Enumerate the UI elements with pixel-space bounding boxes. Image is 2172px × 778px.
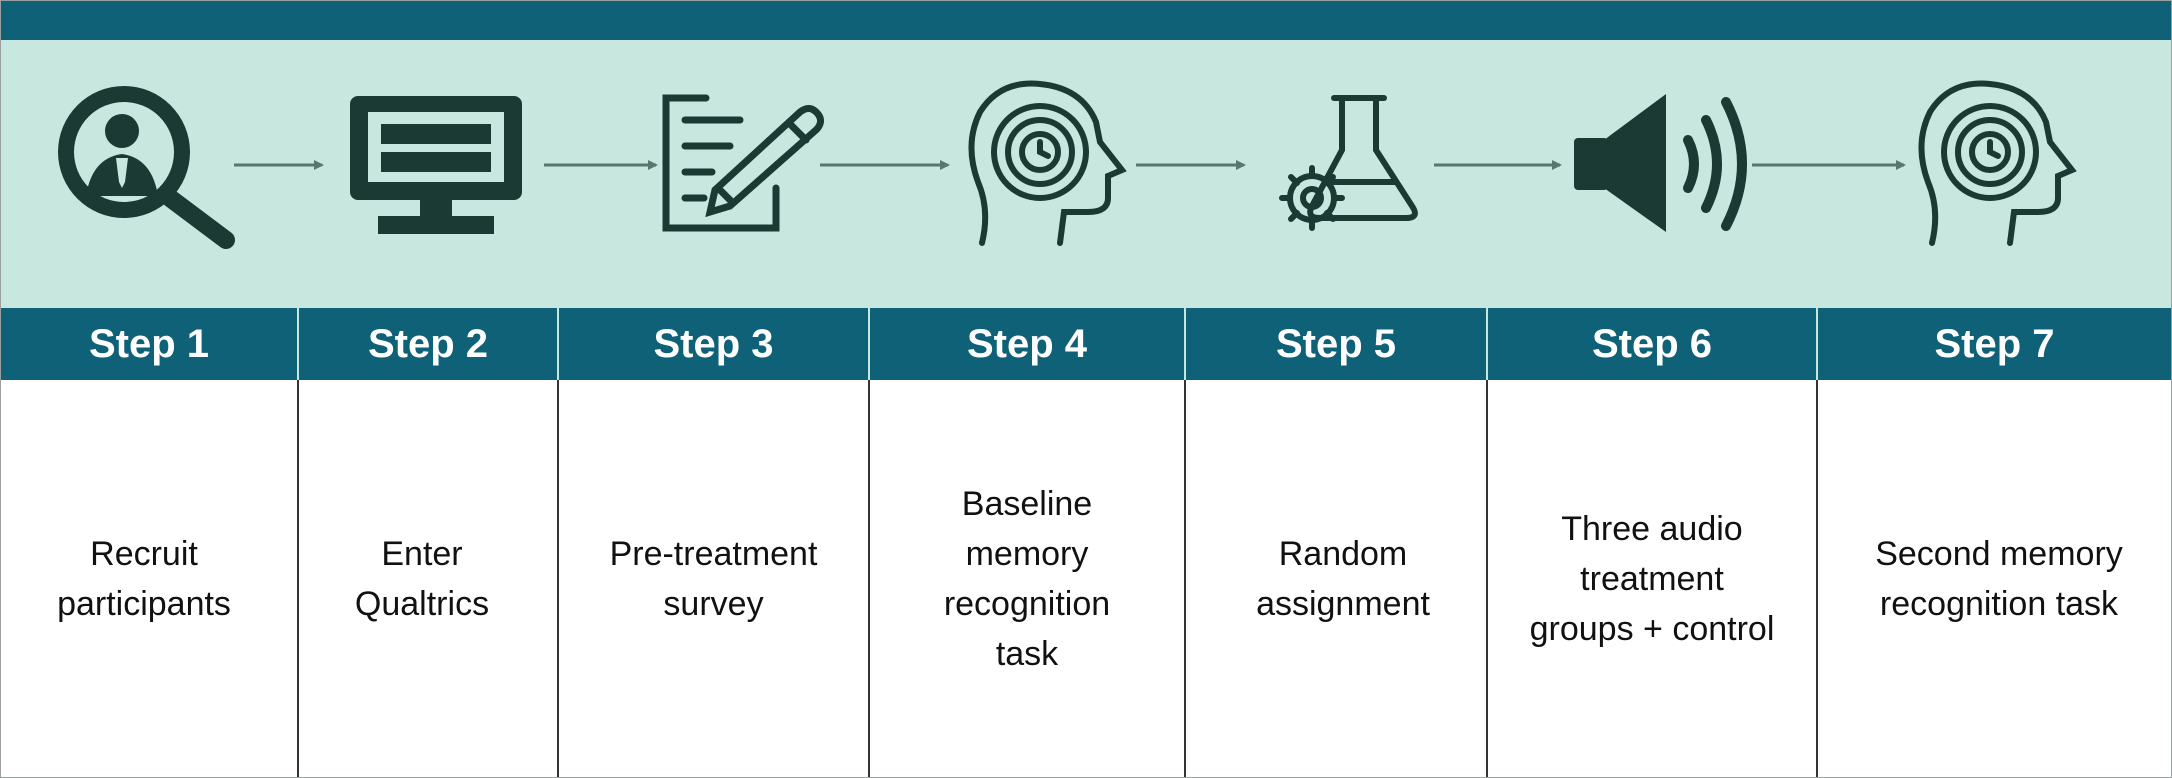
step-7-header: Step 7 [1934, 321, 2055, 366]
recruit-search-person-icon [58, 86, 235, 249]
column-divider [1486, 380, 1488, 778]
step-4-header: Step 4 [966, 321, 1088, 366]
step-6-header: Step 6 [1591, 321, 1713, 366]
top-bar [0, 0, 2172, 40]
header-divider [1816, 308, 1818, 380]
step-7-cell: Second memory recognition task [1817, 380, 2172, 778]
header-divider [868, 308, 870, 380]
flask-gear-icon [1279, 95, 1418, 231]
header-divider [1184, 308, 1186, 380]
column-divider [1816, 380, 1818, 778]
header-divider [297, 308, 299, 380]
step-header-row [0, 308, 2172, 380]
step-3-description: Pre-treatment survey [609, 535, 818, 623]
step-3-cell: Pre-treatment survey [558, 380, 869, 778]
step-7-description: Second memory recognition task [1875, 535, 2123, 623]
step-6-description: Three audio treatment groups + control [1529, 510, 1775, 648]
column-divider [1184, 380, 1186, 778]
step-5-header: Step 5 [1275, 321, 1397, 366]
step-6-cell: Three audio treatment groups + control [1487, 380, 1817, 778]
step-1-description: Recruit participants [57, 535, 231, 623]
step-3-header: Step 3 [653, 321, 774, 366]
step-1-header: Step 1 [88, 321, 210, 366]
step-4-cell: Baseline memory recognition task [869, 380, 1185, 778]
header-divider [557, 308, 559, 380]
step-5-description: Random assignment [1256, 535, 1430, 623]
column-divider [557, 380, 559, 778]
head-memory-clock-icon [1918, 80, 2077, 246]
column-divider [297, 380, 299, 778]
step-2-description: Enter Qualtrics [354, 535, 490, 623]
step-2-header: Step 2 [367, 321, 489, 366]
step-5-cell: Random assignment [1185, 380, 1501, 778]
head-memory-clock-icon [968, 80, 1127, 246]
step-2-cell: Enter Qualtrics [298, 380, 546, 778]
header-divider [1486, 308, 1488, 380]
computer-monitor-icon [350, 96, 522, 234]
speaker-audio-icon [1574, 94, 1747, 232]
process-flow-icons [58, 80, 2077, 249]
step-4-description: Baseline memory recognition task [943, 485, 1111, 673]
survey-pencil-icon [662, 94, 825, 232]
column-divider [868, 380, 870, 778]
step-1-cell: Recruit participants [0, 380, 288, 778]
